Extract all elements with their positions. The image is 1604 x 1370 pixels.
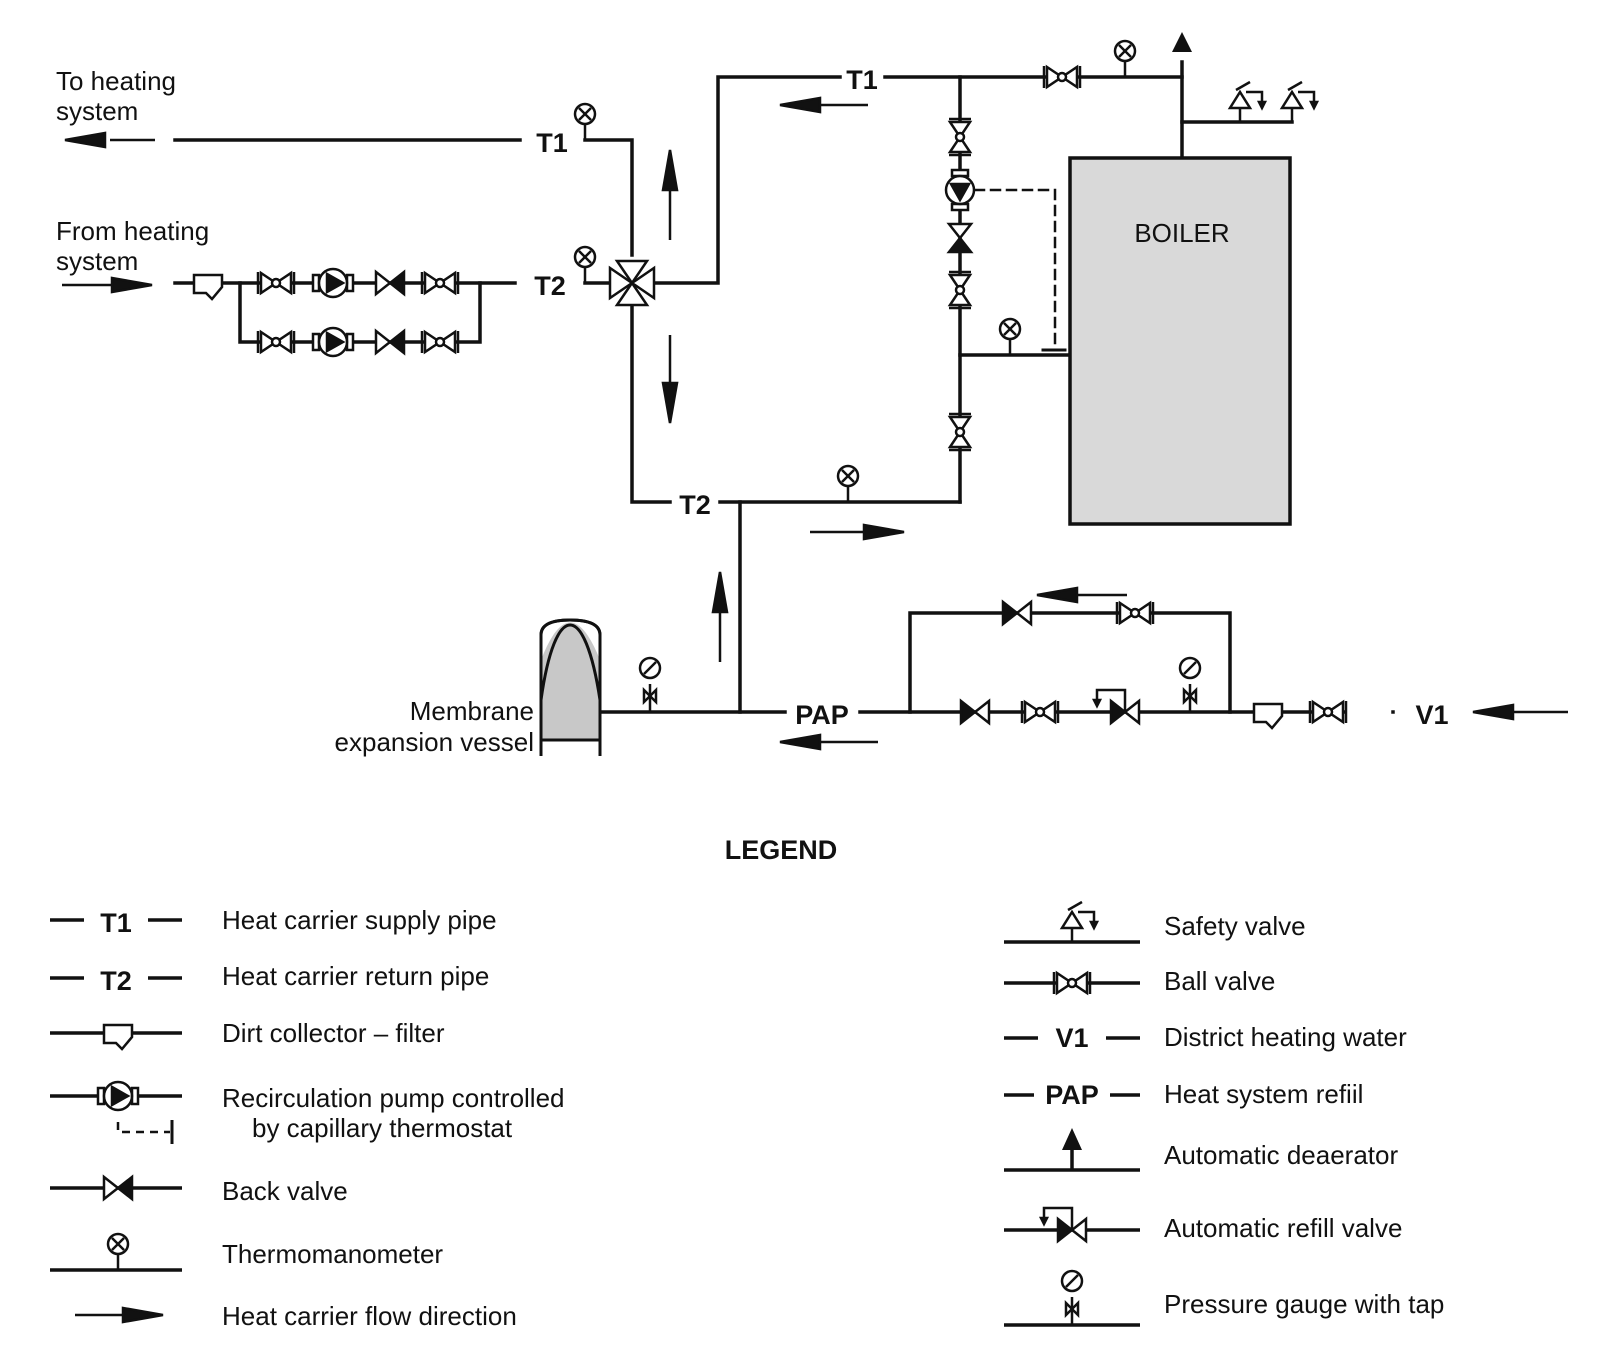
vessel-label-2: expansion vessel	[335, 727, 534, 757]
legend-t1-tag: T1	[100, 908, 132, 938]
legend-right-text: Ball valve	[1164, 966, 1275, 996]
ball-valve-icon	[947, 412, 973, 452]
back-valve-icon	[947, 222, 973, 254]
to-heating-label-2: system	[56, 96, 138, 126]
dirt-collector-icon	[192, 273, 224, 301]
legend-left-text: Thermomanometer	[222, 1239, 443, 1269]
safety-valve-icon	[1280, 80, 1319, 124]
legend-left-text-2: by capillary thermostat	[252, 1113, 513, 1143]
legend-t2-tag: T2	[100, 966, 132, 996]
ball-valve-icon	[256, 329, 296, 355]
legend-left-text: Heat carrier return pipe	[222, 961, 489, 991]
thermomanometer-icon	[998, 317, 1022, 357]
ball-valve-icon	[420, 329, 460, 355]
ball-valve-icon	[256, 270, 296, 296]
boiler	[1068, 156, 1292, 526]
back-valve-icon	[374, 329, 406, 355]
t1-top-tag: T1	[846, 65, 878, 95]
ball-valve-icon	[947, 117, 973, 157]
legend-left-text: Dirt collector – filter	[222, 1018, 445, 1048]
legend-right-text: Heat system refiil	[1164, 1079, 1363, 1109]
ball-valve-icon	[1308, 699, 1348, 725]
boiler-label: BOILER	[1134, 218, 1229, 248]
t1-left-tag: T1	[536, 128, 568, 158]
ball-valve-icon	[420, 270, 460, 296]
legend-left-text: Back valve	[222, 1176, 348, 1206]
pap-tag: PAP	[795, 700, 849, 730]
back-valve-icon	[959, 699, 991, 725]
t2-left-tag: T2	[534, 271, 566, 301]
flow-arrow-icon	[75, 1306, 165, 1324]
pressure-gauge-icon	[638, 656, 662, 714]
automatic-refill-valve-icon	[1092, 688, 1141, 725]
from-heating-label: From heating	[56, 216, 209, 246]
deaerator-icon	[1004, 1148, 1140, 1172]
legend-right-text: Safety valve	[1164, 911, 1306, 941]
pressure-gauge-icon	[1178, 656, 1202, 714]
thermomanometer-icon	[573, 102, 597, 142]
ball-valve-icon	[947, 270, 973, 310]
pump-icon	[311, 326, 355, 358]
thermomanometer-icon	[1113, 39, 1137, 79]
back-valve-icon	[374, 270, 406, 296]
expansion-vessel	[539, 618, 602, 756]
flow-arrows	[62, 96, 1568, 751]
legend-left-text: Heat carrier flow direction	[222, 1301, 517, 1331]
v1-tag: V1	[1415, 700, 1448, 730]
legend-pap-tag: PAP	[1045, 1080, 1099, 1110]
pump-icon	[944, 168, 976, 212]
thermomanometer-icon	[836, 464, 860, 504]
thermomanometer-icon	[573, 245, 597, 285]
legend-left-text: Recirculation pump controlled	[222, 1083, 565, 1113]
pump-icon	[311, 267, 355, 299]
vessel-label: Membrane	[410, 696, 534, 726]
ball-valve-icon	[1042, 64, 1082, 90]
legend-right-text: District heating water	[1164, 1022, 1407, 1052]
legend-title: LEGEND	[725, 835, 838, 865]
ball-valve-icon	[1115, 600, 1155, 626]
from-heating-label-2: system	[56, 246, 138, 276]
t2-bottom-tag: T2	[679, 490, 711, 520]
to-heating-label: To heating	[56, 66, 176, 96]
legend-right-text: Pressure gauge with tap	[1164, 1289, 1444, 1319]
four-way-mixing-valve-icon	[608, 259, 656, 307]
legend-right-text: Automatic refill valve	[1164, 1213, 1402, 1243]
ball-valve-icon	[1020, 699, 1060, 725]
automatic-deaerator-icon	[1172, 32, 1192, 52]
legend-left-text: Heat carrier supply pipe	[222, 905, 497, 935]
back-valve-icon	[1001, 600, 1033, 626]
safety-valve-icon	[1228, 80, 1267, 124]
dirt-collector-icon	[1252, 702, 1284, 730]
piping	[173, 60, 1395, 714]
legend-right-text: Automatic deaerator	[1164, 1140, 1398, 1170]
legend-v1-tag: V1	[1055, 1023, 1088, 1053]
